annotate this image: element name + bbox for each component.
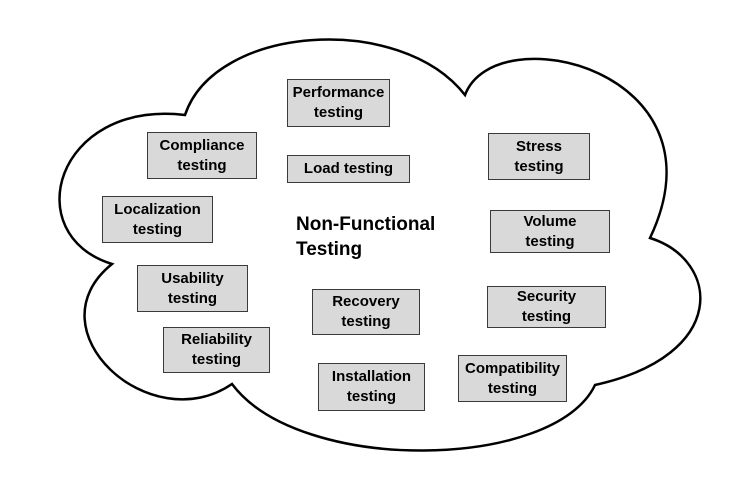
box-label: Compatibility testing bbox=[464, 359, 560, 397]
box-recovery-testing: Recovery testing bbox=[312, 289, 420, 335]
box-performance-testing: Performance testing bbox=[287, 79, 390, 127]
box-label: Installation testing bbox=[331, 368, 412, 405]
box-label: Stress testing bbox=[514, 137, 564, 175]
box-label: Localization testing bbox=[114, 200, 201, 238]
box-label: Security testing bbox=[516, 288, 577, 325]
box-label: Usability testing bbox=[161, 269, 224, 307]
box-compliance-testing: Compliance testing bbox=[147, 132, 257, 179]
box-load-testing: Load testing bbox=[287, 155, 410, 183]
diagram-title: Non-Functional Testing bbox=[296, 214, 436, 260]
box-label: Reliability testing bbox=[181, 331, 252, 368]
box-installation-testing: Installation testing bbox=[318, 363, 425, 411]
box-security-testing: Security testing bbox=[487, 286, 606, 328]
box-label: Performance testing bbox=[292, 84, 385, 121]
box-label: Compliance testing bbox=[159, 136, 245, 174]
box-usability-testing: Usability testing bbox=[137, 265, 248, 312]
box-volume-testing: Volume testing bbox=[490, 210, 610, 253]
box-label: Recovery testing bbox=[332, 293, 400, 330]
box-compatibility-testing: Compatibility testing bbox=[458, 355, 567, 402]
box-label: Load testing bbox=[303, 160, 394, 177]
box-stress-testing: Stress testing bbox=[488, 133, 590, 180]
box-localization-testing: Localization testing bbox=[102, 196, 213, 243]
box-label: Volume testing bbox=[523, 212, 577, 250]
box-reliability-testing: Reliability testing bbox=[163, 327, 270, 373]
